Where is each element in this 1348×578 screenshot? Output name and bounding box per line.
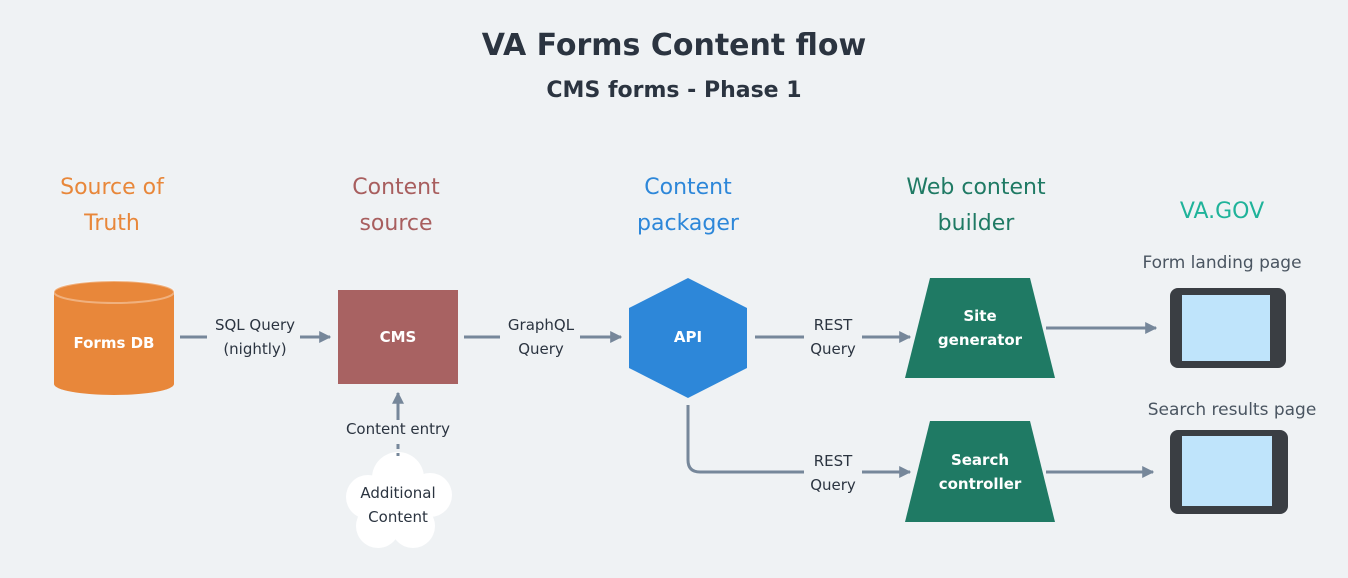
forms-db-node bbox=[53, 280, 175, 395]
column-heading-web-content-builder: Web content builder bbox=[906, 175, 1046, 236]
column-heading-va-gov: VA.GOV bbox=[1179, 199, 1265, 224]
search-results-page-device bbox=[1170, 430, 1288, 514]
diagram-subtitle: CMS forms - Phase 1 bbox=[546, 78, 802, 103]
api-node bbox=[629, 278, 747, 398]
form-landing-page-device bbox=[1170, 288, 1286, 368]
cms-node bbox=[338, 290, 458, 384]
site-generator-node bbox=[905, 278, 1055, 378]
sql-query-label: SQL Query (nightly) bbox=[214, 316, 296, 358]
rest-search-arrow-tail bbox=[686, 405, 804, 474]
forms-db-label: Forms DB bbox=[73, 334, 155, 352]
diagram-title: VA Forms Content flow bbox=[481, 28, 867, 63]
column-heading-content-source: Content source bbox=[352, 175, 440, 236]
content-entry-label: Content entry bbox=[345, 420, 451, 438]
form-landing-page-label: Form landing page bbox=[1142, 253, 1302, 273]
column-heading-source-of-truth: Source of Truth bbox=[60, 175, 164, 236]
search-controller-node bbox=[905, 421, 1055, 522]
api-label: API bbox=[673, 328, 703, 346]
rest-query-site-label: REST Query bbox=[810, 316, 856, 358]
additional-content-cloud bbox=[346, 452, 452, 548]
graphql-query-label: GraphQL Query bbox=[507, 316, 575, 358]
rest-query-search-label: REST Query bbox=[810, 452, 856, 494]
cms-label: CMS bbox=[379, 328, 417, 346]
additional-content-label: Additional Content bbox=[360, 484, 436, 526]
search-controller-label: Search controller bbox=[938, 451, 1022, 493]
site-generator-label: Site generator bbox=[937, 307, 1023, 349]
search-results-page-label: Search results page bbox=[1147, 400, 1317, 420]
column-heading-content-packager: Content packager bbox=[637, 175, 739, 236]
